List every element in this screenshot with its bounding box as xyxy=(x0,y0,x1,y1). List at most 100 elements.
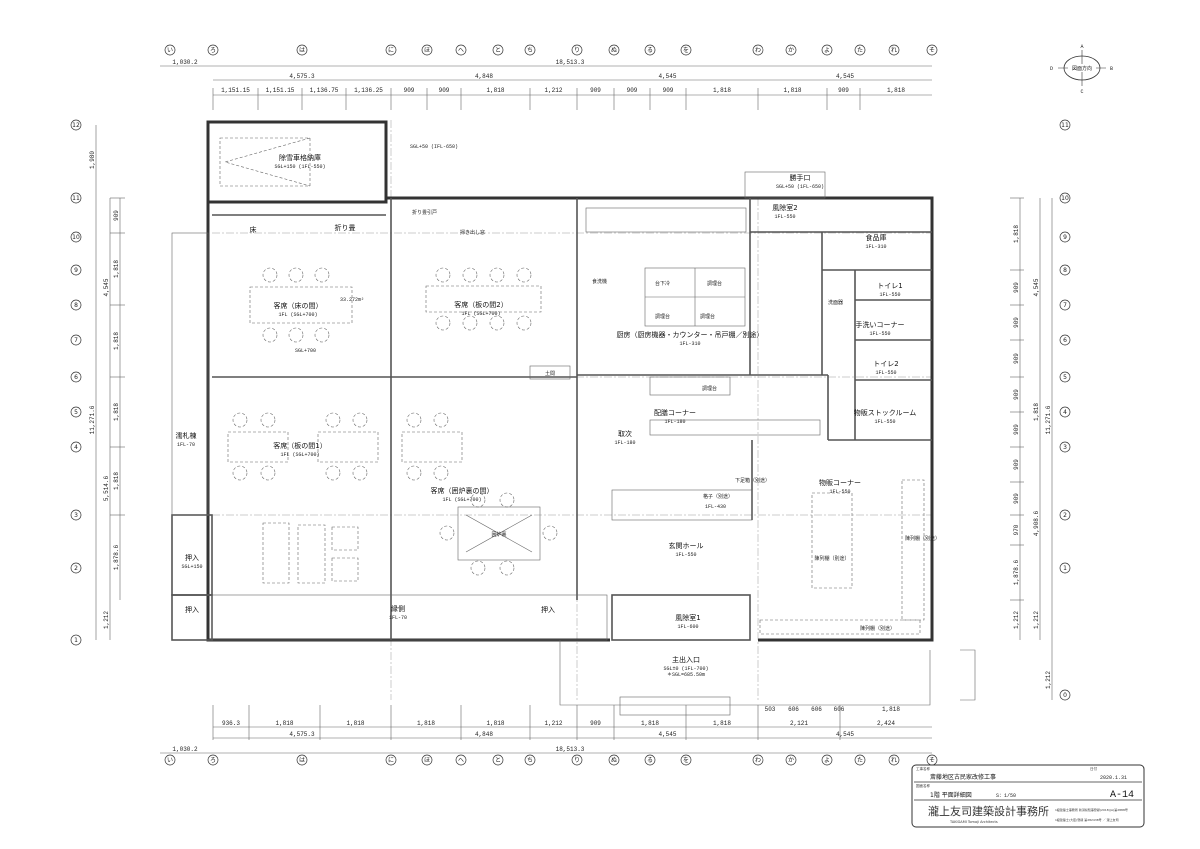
room-name: 物販コーナー xyxy=(819,478,861,487)
office-name-en: TAKIGAMI Tomoji Architects xyxy=(949,820,998,824)
project-label: 工事名称 xyxy=(916,766,930,771)
dim-right-span: 4,908.6 xyxy=(1033,511,1040,537)
title-block: 工事名称 斎藤地区古民家改修工事 日付 2020.1.31 図面名称 1階 平面… xyxy=(911,764,1145,828)
dim-bottom-sub: 1,818 xyxy=(882,706,900,713)
grid-col-label: り xyxy=(574,757,580,764)
label-display: 陳列棚（別途） xyxy=(814,555,849,562)
left-dimensions xyxy=(95,125,121,640)
grid-col-label: を xyxy=(683,757,689,764)
grid-col-label: り xyxy=(574,47,580,54)
grid-bubble: 7 xyxy=(1059,299,1071,311)
room-name: 押入 xyxy=(185,605,199,614)
grid-col-label: へ xyxy=(458,47,464,54)
room-level: SGL+150 xyxy=(181,564,202,570)
grid-bubble: る xyxy=(644,44,656,56)
grid-bubble: い xyxy=(164,44,176,56)
dim-right-detail: 909 xyxy=(1013,389,1020,400)
grid-bubble: 12 xyxy=(70,119,82,131)
dim-left-outer: 11,271.6 xyxy=(89,405,96,434)
grid-col-label: か xyxy=(788,47,794,54)
chair xyxy=(516,267,532,283)
room-level: 1FL-550 xyxy=(774,214,795,220)
room-level: 1FL-310 xyxy=(865,244,886,250)
chair xyxy=(288,267,304,283)
dim-left-top: 1,980 xyxy=(89,151,96,169)
grid-row-label: 5 xyxy=(74,409,78,416)
grid-bubble: た xyxy=(854,754,866,766)
dim-bottom-detail: 1,212 xyxy=(544,720,562,727)
compass-icon: 図面方向 A B C D xyxy=(1050,44,1113,95)
grid-bubble: ち xyxy=(524,754,536,766)
grid-row-label-right: 10 xyxy=(1061,195,1069,202)
furniture-layout xyxy=(219,137,925,635)
room-level: 1FL-70 xyxy=(389,615,407,621)
grid-bubble: か xyxy=(785,44,797,56)
label-doma: 土間 xyxy=(545,370,555,377)
chair xyxy=(352,465,368,481)
chair xyxy=(325,465,341,481)
chair xyxy=(260,412,276,428)
room-name: 押入 xyxy=(541,605,555,614)
dim-top-span: 4,545 xyxy=(836,73,854,80)
label-dishwasher: 食洗機 xyxy=(592,278,607,285)
chair xyxy=(352,412,368,428)
chair xyxy=(516,315,532,331)
label-garage-door: SGL+50 (IFL-650) xyxy=(410,144,458,150)
grid-bubble: 9 xyxy=(70,264,82,276)
room-level: 1FL-550 xyxy=(879,292,900,298)
grid-col-label: よ xyxy=(824,757,830,764)
dim-right-span: 4,545 xyxy=(1033,278,1040,296)
grid-col-label: ぬ xyxy=(611,47,617,54)
dim-bottom-detail: 2,121 xyxy=(790,720,808,727)
chair xyxy=(435,315,451,331)
chair xyxy=(470,560,486,576)
room-name: 配膳コーナー xyxy=(654,408,696,417)
grid-col-label: る xyxy=(647,757,653,764)
room-name: トイレ2 xyxy=(873,360,898,368)
compass-label: 図面方向 xyxy=(1072,65,1092,72)
compass-c: C xyxy=(1080,89,1083,95)
chair xyxy=(406,412,422,428)
chair xyxy=(489,315,505,331)
dim-left-detail: 909 xyxy=(113,210,120,221)
dim-bottom-detail: 1,818 xyxy=(713,720,731,727)
dim-right-outer: 11,271.6 xyxy=(1045,405,1052,434)
grid-bubble: ぬ xyxy=(608,754,620,766)
room-level: 1FL-180 xyxy=(664,419,685,425)
grid-col-label: へ xyxy=(458,757,464,764)
room-name: 玄関ホール xyxy=(669,541,704,550)
chair xyxy=(232,465,248,481)
grid-col-label: を xyxy=(683,47,689,54)
room-name: 物販ストックルーム xyxy=(854,408,917,417)
date-label: 日付 xyxy=(1090,766,1098,771)
grid-bubble: を xyxy=(680,754,692,766)
drawing-scale: S：1/50 xyxy=(996,793,1016,799)
room-name: 手洗いコーナー xyxy=(856,320,905,329)
dim-top-detail: 909 xyxy=(404,87,415,94)
chair xyxy=(439,525,455,541)
grid-col-label: ぬ xyxy=(611,757,617,764)
label-lattice-level: 1FL-430 xyxy=(705,504,726,510)
grid-row-label-right: 11 xyxy=(1061,122,1069,129)
grid-bubble: 9 xyxy=(1059,231,1071,243)
grid-col-label: る xyxy=(647,47,653,54)
grid-col-label: た xyxy=(857,47,863,54)
room-name: 客席（板の間1） xyxy=(273,441,326,450)
chair xyxy=(314,327,330,343)
grid-bubble: 2 xyxy=(70,562,82,574)
dim-bottom-sub: 503 xyxy=(765,706,776,713)
grid-bubble: 3 xyxy=(70,509,82,521)
room: 押入 xyxy=(541,605,555,614)
grid-row-label: 8 xyxy=(74,302,78,309)
room: 客席（板の間2）1FL (SGL+700) xyxy=(454,300,507,317)
dim-left-span: 4,545 xyxy=(103,278,110,296)
grid-row-label-right: 6 xyxy=(1063,337,1067,344)
grid-bubble: ほ xyxy=(421,44,433,56)
room-name: 濡札棟 xyxy=(176,431,197,440)
